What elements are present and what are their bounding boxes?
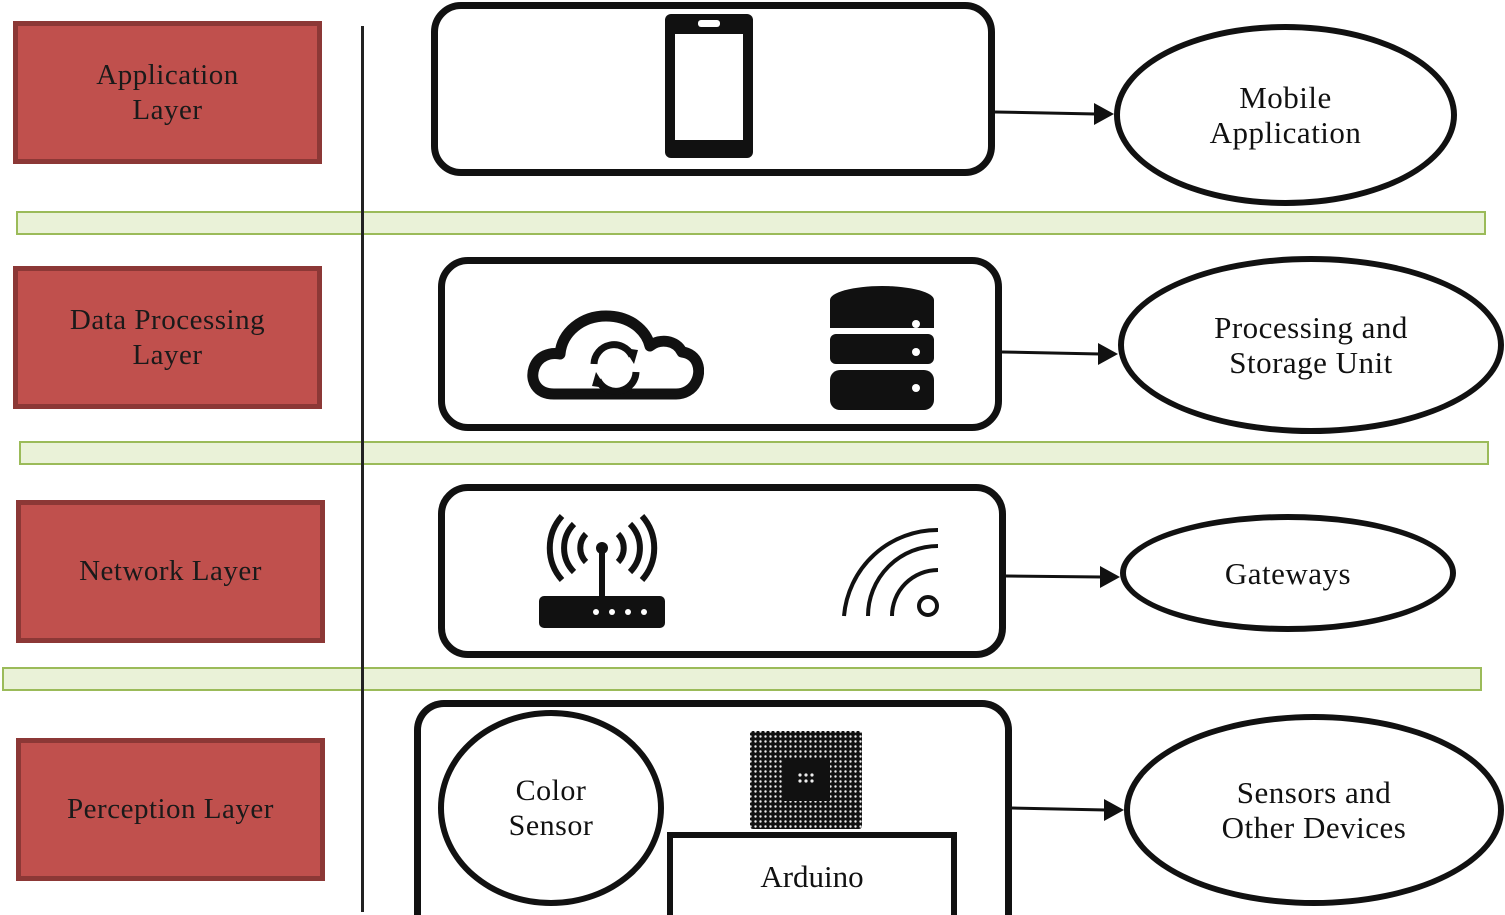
wifi-signal-icon [842,528,939,617]
router-icon [539,514,665,628]
application-layer-label: Application Layer [96,58,239,126]
data-processing-layer-box: Data Processing Layer [13,266,322,409]
perception-layer-label: Perception Layer [67,793,274,825]
mobile-application-label: Mobile Application [1209,80,1362,150]
arrow-to-processing-storage [1001,343,1118,365]
processing-storage-label: Processing and Storage Unit [1214,310,1408,380]
separator-bar [19,441,1489,465]
chip-icon [750,731,862,829]
arduino-box: Arduino [667,832,957,915]
mobile-application-ellipse: Mobile Application [1114,24,1457,206]
database-icon [830,286,934,410]
network-panel [438,484,1006,658]
arrow-to-sensors-devices [1011,799,1124,821]
network-layer-box: Network Layer [16,500,325,643]
vertical-divider [361,26,364,912]
gateways-ellipse: Gateways [1120,514,1456,632]
arduino-label: Arduino [760,858,864,894]
gateways-label: Gateways [1224,555,1352,591]
separator-bar [16,211,1486,235]
sensors-devices-ellipse: Sensors and Other Devices [1124,714,1504,906]
smartphone-icon [665,14,753,158]
cloud-sync-icon [527,310,704,400]
processing-storage-ellipse: Processing and Storage Unit [1118,256,1504,434]
arrow-to-gateways [1005,566,1120,588]
network-layer-label: Network Layer [79,555,262,587]
color-sensor-ellipse: Color Sensor [438,710,664,906]
separator-bar [2,667,1482,691]
perception-layer-box: Perception Layer [16,738,325,881]
data-processing-layer-label: Data Processing Layer [69,303,266,371]
arrow-to-mobile-application [994,103,1114,125]
application-layer-box: Application Layer [13,21,322,164]
sensors-devices-label: Sensors and Other Devices [1221,775,1407,845]
color-sensor-label: Color Sensor [508,774,594,842]
